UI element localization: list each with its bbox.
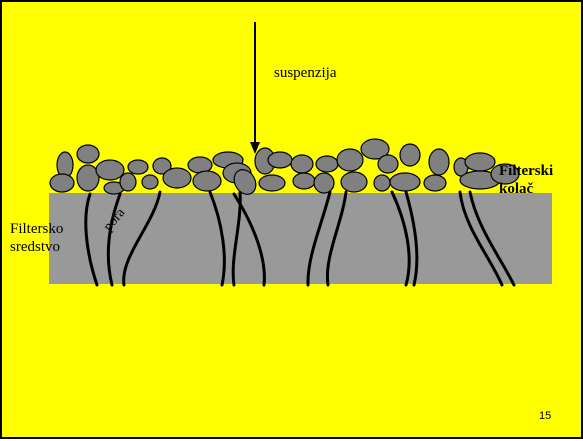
filter-cake-particles <box>50 139 519 198</box>
filter-cake-label-line1: Filterski <box>499 162 569 180</box>
filter-medium-label-line1: Filtersko <box>10 220 80 238</box>
filter-medium-label-line2: sredstvo <box>10 238 80 256</box>
suspension-label: suspenzija <box>274 64 336 82</box>
filter-medium-label: Filtersko sredstvo <box>10 220 80 256</box>
slide-number: 15 <box>539 410 551 422</box>
filter-cake-label: Filterski kolač <box>499 162 569 198</box>
filter-cake-label-line2: kolač <box>499 180 569 198</box>
suspension-flow-arrow <box>250 22 260 154</box>
